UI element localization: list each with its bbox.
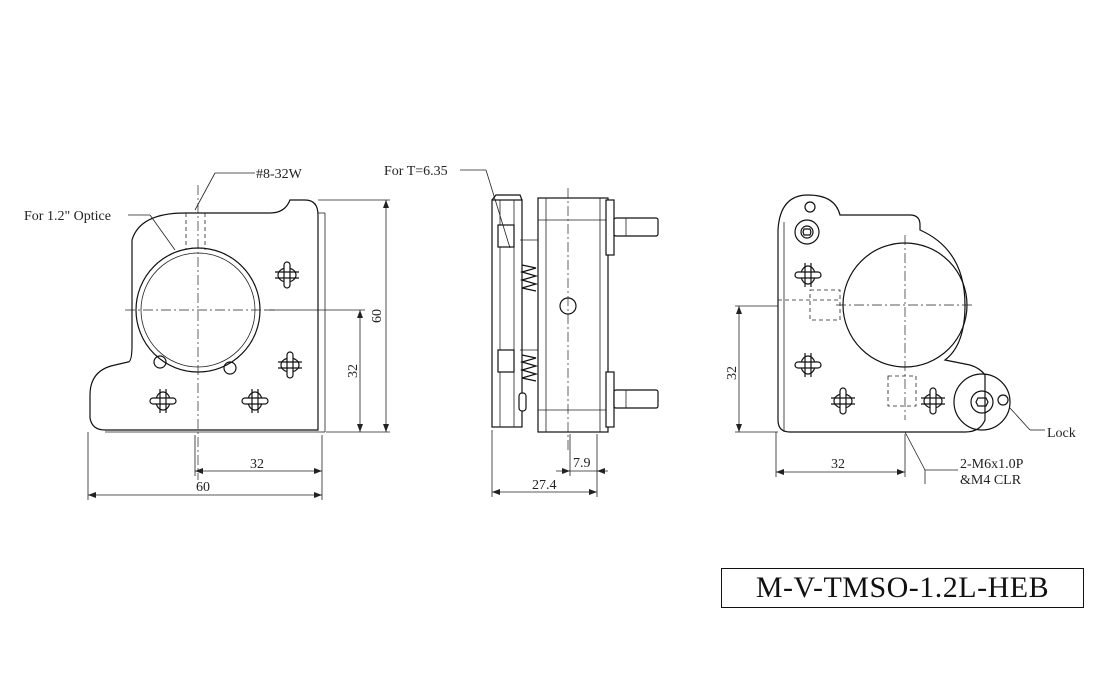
top-adjuster-screw xyxy=(794,219,820,245)
front-view-body xyxy=(89,199,319,431)
keyhole-slot-4 xyxy=(241,388,269,414)
rear-plate xyxy=(537,197,609,433)
back-keyhole-1 xyxy=(794,262,822,288)
part-number-title: M-V-TMSO-1.2L-HEB xyxy=(721,568,1084,608)
keyhole-slot-2 xyxy=(277,351,303,379)
front-dim-width-partial: 32 xyxy=(250,457,264,472)
pin-hole-right xyxy=(223,361,237,375)
spring-bottom xyxy=(519,354,539,382)
adjuster-top xyxy=(613,217,659,237)
hole-label-line2: &M4 CLR xyxy=(960,473,1022,488)
lock-knob xyxy=(953,373,1011,431)
back-dim-width-partial: 32 xyxy=(831,457,845,472)
pin-hole-left xyxy=(153,355,167,369)
keyhole-slot-1 xyxy=(274,261,300,289)
front-dim-width-total: 60 xyxy=(196,480,210,495)
back-keyhole-4 xyxy=(920,387,946,415)
adjuster-bottom xyxy=(613,389,659,409)
front-view: For 1.2" Optice #8-32W 32 60 32 60 xyxy=(24,167,390,500)
back-view: Lock 2-M6x1.0P &M4 CLR 32 32 xyxy=(725,194,1076,488)
keyhole-slot-3 xyxy=(149,388,177,414)
side-view: For T=6.35 7.9 27.4 xyxy=(384,164,659,497)
side-dim-depth-total: 27.4 xyxy=(532,478,557,493)
back-dim-height-partial: 32 xyxy=(725,366,740,380)
hole-label-line1: 2-M6x1.0P xyxy=(960,457,1024,472)
optic-label: For 1.2" Optice xyxy=(24,209,111,224)
thread-label: #8-32W xyxy=(256,167,303,182)
lock-label: Lock xyxy=(1047,426,1076,441)
back-keyhole-3 xyxy=(830,387,856,415)
thickness-label: For T=6.35 xyxy=(384,164,448,179)
spring-top xyxy=(519,264,539,292)
front-dim-height-total: 60 xyxy=(370,309,385,323)
front-dim-height-partial: 32 xyxy=(346,364,361,378)
front-plate xyxy=(491,199,523,428)
back-keyhole-2 xyxy=(794,352,822,378)
side-dim-depth-partial: 7.9 xyxy=(573,456,591,471)
